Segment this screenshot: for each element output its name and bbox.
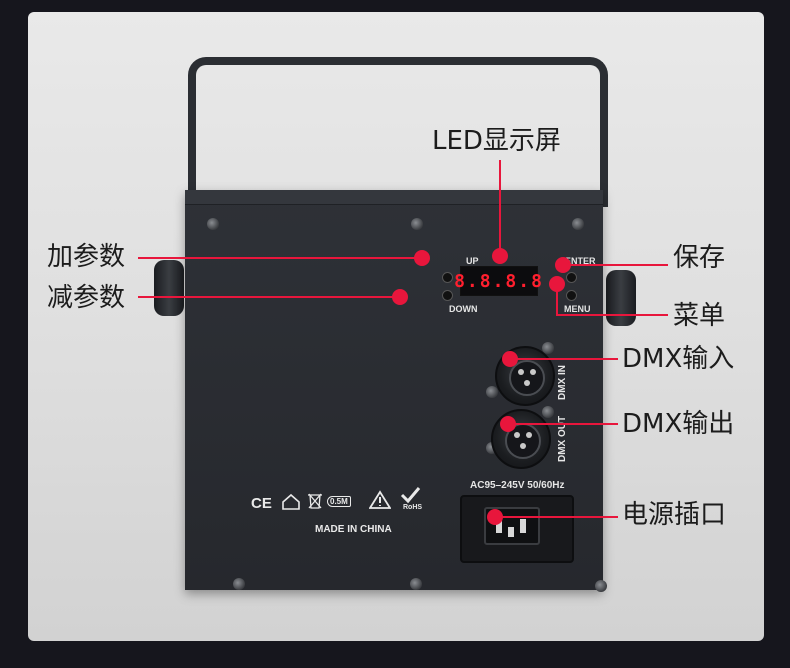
warning-icon [369, 490, 391, 509]
rohs-label: RoHS [403, 504, 423, 511]
screw-icon [542, 342, 554, 354]
screw-icon [595, 580, 607, 592]
house-icon [282, 493, 300, 510]
enter-button[interactable] [566, 272, 577, 283]
made-in-label: MADE IN CHINA [315, 524, 392, 535]
callout-increase: 加参数 [47, 242, 126, 272]
iec-inlet [484, 507, 540, 545]
power-socket[interactable] [460, 495, 574, 563]
callout-menu: 菜单 [673, 301, 726, 331]
screw-icon [207, 218, 219, 230]
callout-dmx-input: DMX输入 [622, 344, 735, 374]
right-mount-knob [606, 270, 636, 326]
standby-power-icon: 0.5M [327, 496, 351, 507]
panel-top-edge [185, 190, 603, 205]
rohs-check-icon [400, 487, 421, 504]
screw-icon [410, 578, 422, 590]
screw-icon [542, 406, 554, 418]
dmx-in-label: DMX IN [557, 365, 568, 400]
menu-label: MENU [564, 304, 591, 314]
led-display: 8.8.8.8 [454, 266, 542, 296]
dmx-in-connector[interactable] [495, 346, 555, 406]
menu-button[interactable] [566, 290, 577, 301]
up-button[interactable] [442, 272, 453, 283]
screw-icon [572, 218, 584, 230]
callout-led-screen: LED显示屏 [432, 126, 561, 156]
screw-icon [411, 218, 423, 230]
up-label: UP [466, 256, 479, 266]
voltage-label: AC95–245V 50/60Hz [470, 480, 565, 491]
callout-dmx-output: DMX输出 [622, 409, 735, 439]
dmx-out-connector[interactable] [491, 409, 551, 469]
enter-label: ENTER [565, 256, 596, 266]
carry-handle [188, 57, 608, 207]
callout-decrease: 减参数 [47, 283, 126, 313]
dmx-out-label: DMX OUT [557, 415, 568, 462]
left-mount-knob [154, 260, 184, 316]
recycle-bin-icon [308, 493, 322, 509]
down-button[interactable] [442, 290, 453, 301]
device-back-panel: UP DOWN ENTER MENU 8.8.8.8 DMX IN DMX [185, 190, 607, 592]
product-photo: UP DOWN ENTER MENU 8.8.8.8 DMX IN DMX [28, 12, 764, 641]
down-label: DOWN [449, 304, 478, 314]
callout-power-socket: 电源插口 [622, 500, 727, 530]
screw-icon [486, 386, 498, 398]
callout-save: 保存 [673, 243, 726, 273]
led-digits: 8.8.8.8 [454, 270, 544, 292]
screw-icon [233, 578, 245, 590]
ce-mark-icon: CE [251, 495, 272, 512]
